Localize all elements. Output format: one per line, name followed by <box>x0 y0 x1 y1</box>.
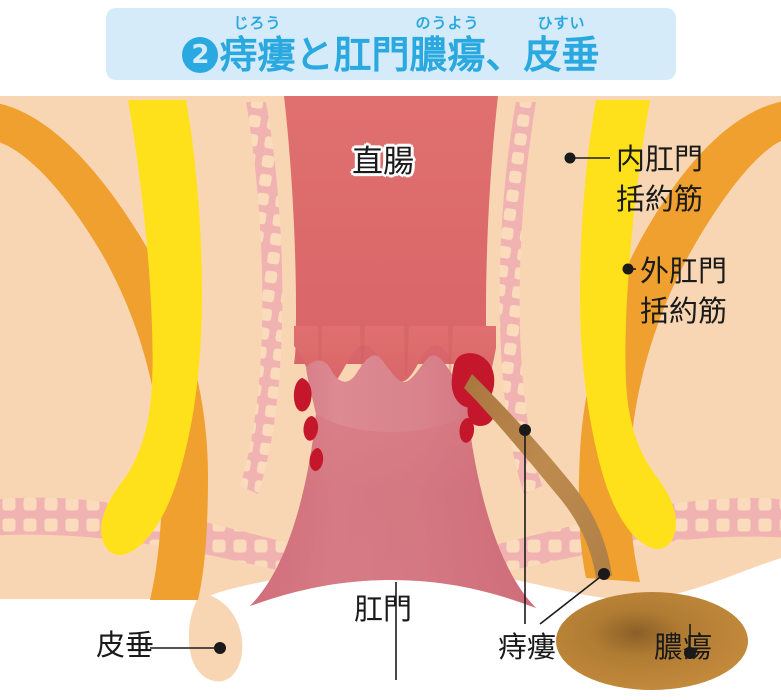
label-internal-sphincter-line2: 括約筋 <box>616 182 704 216</box>
leader-fistula-lower <box>539 573 605 625</box>
label-external-sphincter: 外肛門 括約筋 <box>640 251 727 331</box>
title-text-comma: 、 <box>485 33 524 77</box>
muscle-mesh-vertical-left <box>240 102 283 494</box>
title-text-nouyou: 膿瘍 <box>409 33 486 77</box>
label-abscess: 膿瘍 <box>654 630 713 664</box>
dot-internal-sphincter <box>564 152 576 164</box>
dot-abscess <box>684 647 696 659</box>
leader-lines <box>150 157 691 680</box>
muscle-mesh-vertical-right <box>499 102 542 494</box>
label-skin-tag: 皮垂 <box>96 628 155 662</box>
ruby-jirou: じろう <box>233 14 282 32</box>
title-text-to-koumon: と肛門 <box>295 33 410 77</box>
label-internal-sphincter-line1: 内肛門 <box>616 142 704 176</box>
title-segment-to-koumon: と肛門 <box>295 15 409 76</box>
internal-sphincter-right <box>580 100 676 549</box>
label-external-sphincter-line1: 外肛門 <box>640 254 728 288</box>
ruby-hisui: ひすい <box>537 14 586 32</box>
title-segment-jirou: じろう 痔瘻 <box>219 14 296 77</box>
label-anus: 肛門 <box>354 592 413 626</box>
title-segment-comma: 、 <box>486 15 524 76</box>
internal-sphincter-left <box>101 100 202 555</box>
anal-canal <box>250 355 536 608</box>
skin-tag-shape <box>188 593 243 682</box>
title-banner: 2 じろう 痔瘻 と肛門 のうよう 膿瘍 、 ひすい 皮垂 <box>106 8 676 80</box>
dot-skin-tag <box>214 642 226 654</box>
title-segment-nouyou: のうよう 膿瘍 <box>409 14 486 77</box>
label-external-sphincter-line2: 括約筋 <box>640 294 728 328</box>
label-fistula: 痔瘻 <box>498 630 557 664</box>
fistula-tract <box>464 374 612 578</box>
abscess <box>556 592 748 690</box>
title-text-jirou: 痔瘻 <box>219 33 296 77</box>
anatomy-illustration <box>0 96 781 700</box>
dot-external-sphincter <box>622 263 634 275</box>
anal-crypts-left <box>293 378 324 471</box>
dot-fistula-upper <box>519 424 531 436</box>
title-segment-hisui: ひすい 皮垂 <box>523 14 600 77</box>
label-internal-sphincter: 内肛門 括約筋 <box>616 139 703 219</box>
label-rectum: 直腸 <box>352 144 414 180</box>
title-text-hisui: 皮垂 <box>523 33 600 77</box>
leader-dots <box>214 152 696 659</box>
title-number-badge: 2 <box>182 37 219 73</box>
dot-fistula-lower <box>598 568 610 580</box>
ruby-nouyou: のうよう <box>415 14 480 32</box>
rectum-lumen <box>284 96 498 387</box>
title-row: 2 じろう 痔瘻 と肛門 のうよう 膿瘍 、 ひすい 皮垂 <box>182 14 600 80</box>
